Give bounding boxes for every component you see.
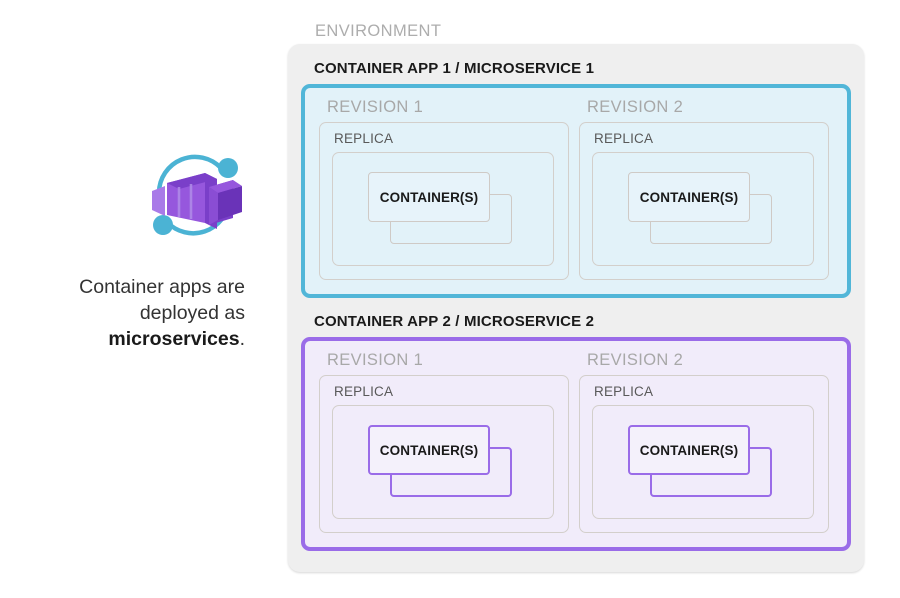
- container-front-shape: CONTAINER(S): [628, 172, 750, 222]
- app-2-revision-2-replica-box: CONTAINER(S): [592, 405, 814, 519]
- app-2-revision-1-box: REPLICA CONTAINER(S): [319, 375, 569, 533]
- app-1-revision-2-label: REVISION 2: [587, 98, 684, 116]
- caption-line-2: deployed as: [139, 302, 245, 324]
- app-2-revision-2-box: REPLICA CONTAINER(S): [579, 375, 829, 533]
- app-1-revision-1-box: REPLICA CONTAINER(S): [319, 122, 569, 280]
- container-app-1-title: CONTAINER APP 1 / MICROSERVICE 1: [314, 60, 595, 77]
- app-1-revision-1-label: REVISION 1: [327, 98, 424, 116]
- app-2-revision-2-container-stack: CONTAINER(S): [628, 425, 776, 501]
- app-2-revision-2-replica-label: REPLICA: [594, 384, 654, 399]
- environment-label: ENVIRONMENT: [315, 22, 442, 40]
- container-front-shape: CONTAINER(S): [368, 172, 490, 222]
- container-app-2-title: CONTAINER APP 2 / MICROSERVICE 2: [314, 313, 595, 330]
- app-1-revision-2-replica-box: CONTAINER(S): [592, 152, 814, 266]
- app-2-revision-1-replica-label: REPLICA: [334, 384, 394, 399]
- explanation-panel: Container apps are deployed as microserv…: [0, 0, 280, 598]
- caption-emphasis: microservices: [108, 328, 240, 350]
- app-2-revision-1-replica-box: CONTAINER(S): [332, 405, 554, 519]
- app-1-revision-2-replica-label: REPLICA: [594, 131, 654, 146]
- caption-line-1: Container apps are: [79, 276, 245, 298]
- azure-container-apps-icon: [143, 146, 247, 250]
- container-app-1-box: REVISION 1 REPLICA CONTAINER(S) REVISION…: [301, 84, 851, 298]
- caption-period: .: [239, 328, 245, 350]
- environment-box: CONTAINER APP 1 / MICROSERVICE 1 REVISIO…: [288, 44, 864, 572]
- app-1-revision-1-container-stack: CONTAINER(S): [368, 172, 516, 248]
- caption-text: Container apps are deployed as microserv…: [20, 274, 245, 352]
- app-2-revision-1-label: REVISION 1: [327, 351, 424, 369]
- container-label: CONTAINER(S): [639, 442, 739, 458]
- app-1-revision-1-replica-label: REPLICA: [334, 131, 394, 146]
- container-label: CONTAINER(S): [379, 442, 479, 458]
- app-2-revision-2-label: REVISION 2: [587, 351, 684, 369]
- app-1-revision-2-container-stack: CONTAINER(S): [628, 172, 776, 248]
- container-label: CONTAINER(S): [379, 189, 479, 205]
- container-app-2-box: REVISION 1 REPLICA CONTAINER(S) REVISION…: [301, 337, 851, 551]
- container-label: CONTAINER(S): [639, 189, 739, 205]
- app-2-revision-1-container-stack: CONTAINER(S): [368, 425, 516, 501]
- container-front-shape: CONTAINER(S): [628, 425, 750, 475]
- app-1-revision-2-box: REPLICA CONTAINER(S): [579, 122, 829, 280]
- container-front-shape: CONTAINER(S): [368, 425, 490, 475]
- app-1-revision-1-replica-box: CONTAINER(S): [332, 152, 554, 266]
